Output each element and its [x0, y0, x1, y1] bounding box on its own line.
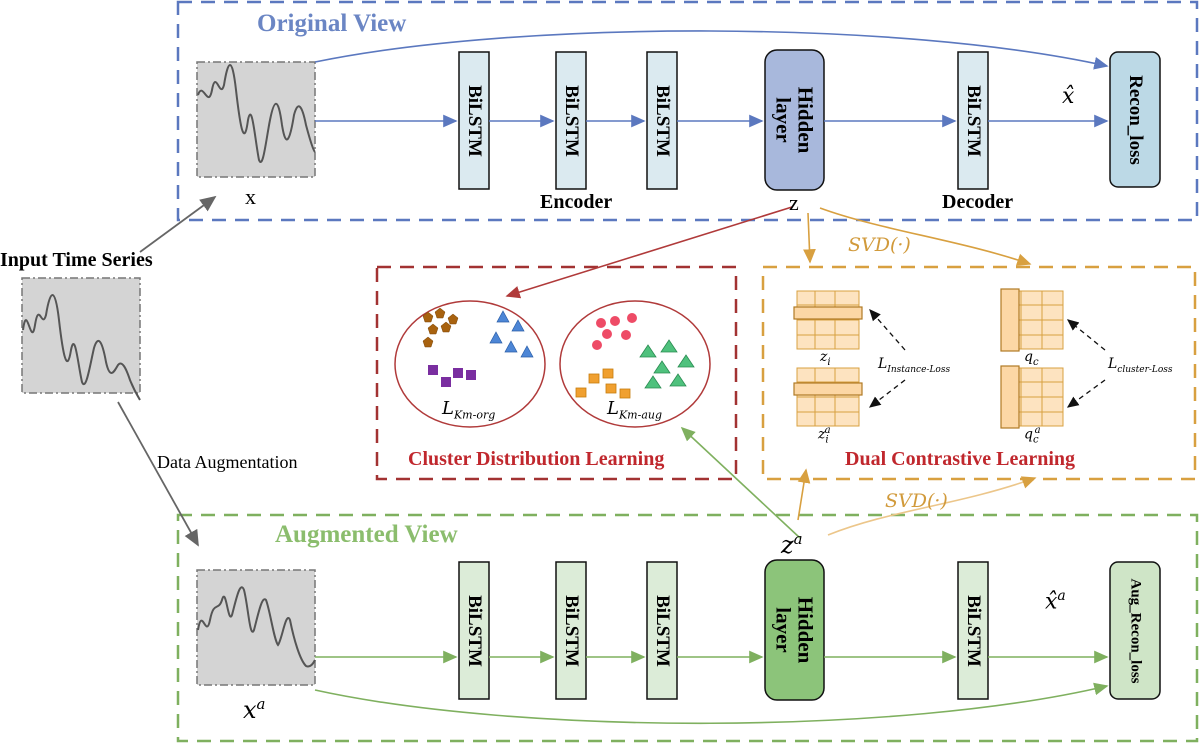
qc-label: qc — [1024, 349, 1039, 368]
matrix-zi — [793, 290, 863, 350]
aug-circle-points — [592, 313, 637, 350]
orig-triangle-points — [489, 310, 534, 358]
aug-bilstm-1: BiLSTM — [464, 594, 485, 667]
zia-label: zia — [818, 425, 831, 446]
orig-bilstm-3-box — [646, 51, 678, 190]
encoder-label: Encoder — [540, 191, 613, 213]
orig-recon-box — [1109, 51, 1161, 188]
orig-square-points — [428, 365, 476, 387]
data-augmentation-label: Data Augmentation — [157, 452, 298, 472]
cluster-loss-label: Lcluster-Loss — [1108, 356, 1173, 375]
orig-input-label: x — [245, 184, 256, 209]
original-view-title: Original View — [257, 10, 407, 37]
contrastive-panel-title: Dual Contrastive Learning — [845, 448, 1075, 470]
original-series-box — [196, 61, 316, 178]
xhat-label: x̂ — [1062, 84, 1075, 109]
aug-recon-box — [1109, 561, 1161, 700]
za-label: za — [781, 530, 803, 559]
loss-km-aug: LKm-aug — [607, 398, 663, 422]
augmented-series-box — [196, 569, 316, 686]
augmented-view-title: Augmented View — [275, 521, 458, 548]
matrix-qc — [1000, 288, 1064, 352]
orig-decoder-bilstm: BiLSTM — [963, 84, 984, 157]
z-label: z — [789, 190, 799, 215]
orig-cluster-ellipse — [394, 300, 546, 428]
contrastive-arrows — [797, 207, 1037, 536]
loss-dashed-arrows — [868, 309, 1106, 408]
zi-label: zi — [820, 349, 831, 368]
aug-decoder-box — [957, 561, 989, 700]
svd-bottom-label: SVD(·) — [885, 490, 948, 512]
input-series-title: Input Time Series — [0, 249, 153, 271]
aug-square-points — [575, 368, 631, 399]
matrix-qca — [1000, 365, 1064, 429]
orig-bilstm-3: BiLSTM — [652, 84, 673, 157]
instance-loss-label: LInstance-Loss — [878, 356, 951, 375]
augmented-flow-arrows — [314, 426, 1109, 725]
aug-decoder-bilstm: BiLSTM — [963, 594, 984, 667]
xhat-a-label: x̂a — [1045, 588, 1066, 615]
original-flow-arrows — [314, 30, 1109, 128]
orig-pentagon-points — [422, 307, 459, 348]
aug-bilstm-3-box — [646, 561, 678, 700]
aug-bilstm-3: BiLSTM — [652, 594, 673, 667]
augmented-view-frame — [176, 513, 1199, 743]
input-arrows — [117, 195, 217, 547]
orig-bilstm-2-box — [555, 51, 587, 190]
contrastive-panel-frame — [761, 265, 1197, 481]
orig-decoder-box — [957, 51, 989, 190]
orig-hidden-box — [764, 49, 825, 191]
qca-label: qca — [1024, 425, 1041, 446]
aug-bilstm-2-box — [555, 561, 587, 700]
aug-cluster-ellipse — [559, 300, 711, 428]
aug-bilstm-1-box — [458, 561, 490, 700]
cluster-panel-title: Cluster Distribution Learning — [408, 448, 665, 470]
z-to-cluster-arrow — [505, 206, 793, 299]
orig-recon-loss: Recon_loss — [1125, 74, 1147, 165]
decoder-label: Decoder — [942, 191, 1014, 213]
original-view-frame — [176, 0, 1199, 222]
orig-bilstm-2: BiLSTM — [561, 84, 582, 157]
aug-input-label: xa — [243, 695, 266, 724]
svd-top-label: SVD(·) — [848, 234, 911, 256]
aug-hidden-box — [764, 559, 825, 701]
cluster-panel-frame — [375, 265, 738, 481]
aug-recon-loss: Aug_Recon_loss — [1127, 577, 1144, 684]
input-series-box — [21, 277, 141, 401]
aug-bilstm-2: BiLSTM — [561, 594, 582, 667]
matrix-zia — [793, 367, 863, 427]
aug-triangle-points — [639, 339, 695, 389]
orig-bilstm-1: BiLSTM — [464, 84, 485, 157]
loss-km-org: LKm-org — [442, 398, 496, 422]
